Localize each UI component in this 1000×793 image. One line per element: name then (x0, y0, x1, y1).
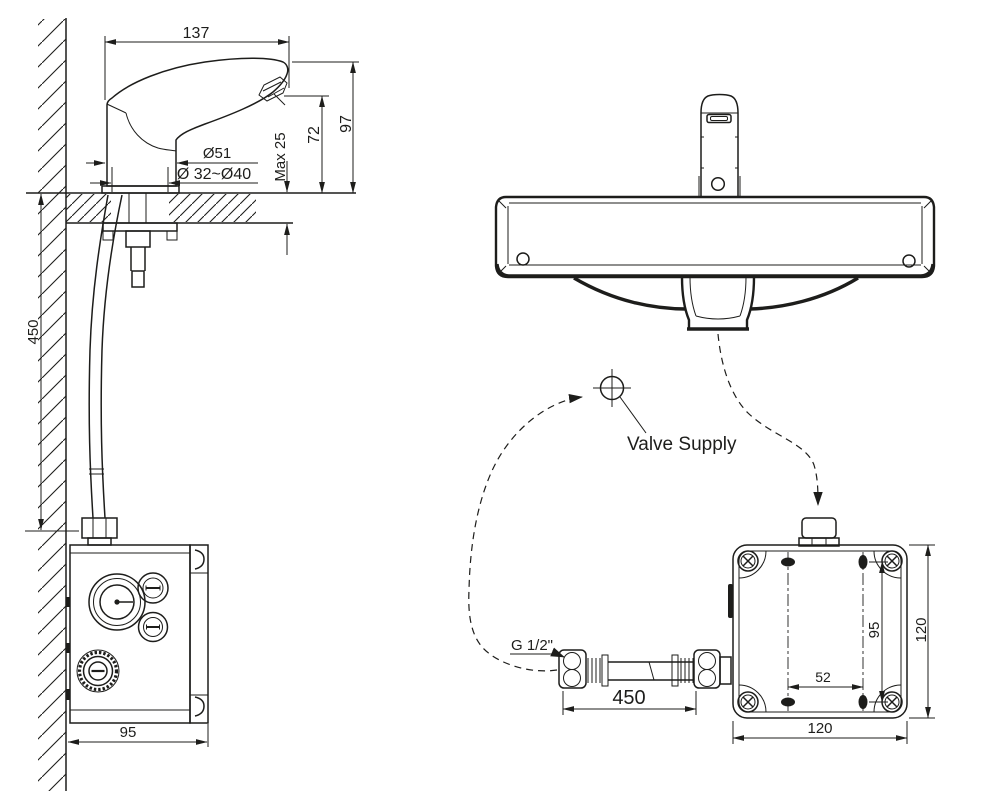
faucet-body-outline (106, 57, 289, 187)
dimension-total-height-97: 97 (292, 61, 359, 194)
supply-hose-side (81, 194, 123, 546)
dim-text-120-vertical: 120 (913, 617, 930, 642)
dimension-hose-drop-450: 450 (25, 193, 79, 532)
dimension-box-height-120: 120 (909, 544, 935, 719)
valve-supply-symbol (593, 369, 631, 407)
dimension-spout-reach-137: 137 (104, 25, 290, 100)
aerator-block (258, 76, 288, 102)
basin-corner-bevels (497, 199, 933, 275)
faucet-base-hole (710, 176, 726, 192)
dim-text-137: 137 (183, 25, 210, 42)
wall-lug-2 (66, 643, 70, 653)
dim-text-450-left: 450 (25, 319, 42, 344)
adjustment-knob-large (88, 573, 146, 631)
dimension-hole-spacing-95: 95 (866, 561, 888, 703)
basin-front-view (494, 195, 936, 311)
clip-bottom (194, 696, 205, 717)
hose-flange-right (671, 654, 679, 687)
supply-route-dashed-right (717, 333, 823, 506)
dim-text-d51: Ø51 (203, 145, 231, 162)
dim-text-d32-40: Ø 32~Ø40 (177, 166, 251, 183)
hose-box-stub (719, 656, 732, 685)
dim-text-450-right: 450 (612, 687, 645, 709)
washer-tab-right (166, 230, 178, 241)
box-outer (732, 544, 908, 719)
basin-hole-right (902, 254, 916, 268)
bowl-curve-left (573, 276, 687, 311)
box-body (69, 544, 191, 724)
counter-hatch-right (169, 194, 256, 222)
right-installation-view: Valve Supply G 1/2" (468, 93, 936, 744)
basin-bottom-rim (495, 263, 935, 278)
dimension-outlet-height-72: 72 (284, 95, 329, 194)
hose-flange-left (601, 654, 609, 687)
hose-break-mark (648, 661, 655, 681)
faucet-front-view (698, 93, 741, 196)
supply-hose-assembly (558, 649, 732, 689)
faucet-crease-1 (106, 103, 127, 114)
sensor-window-inner (710, 116, 728, 121)
wall-hatch (38, 19, 66, 791)
valve-supply-leader (619, 396, 647, 434)
dim-text-120-horizontal: 120 (807, 720, 832, 737)
supply-route-dashed-left (468, 393, 583, 672)
drain-tailpiece (680, 276, 756, 331)
wall-lug-3 (66, 689, 70, 700)
dimension-hole-diameter-32-40: Ø 32~Ø40 (90, 166, 258, 192)
bowl-curve-right (749, 276, 859, 311)
aerator-lines (262, 81, 285, 98)
hose-neck (87, 537, 112, 546)
knurled-knob (76, 649, 120, 693)
sensor-window (706, 113, 732, 124)
clip-top (194, 549, 205, 570)
valve-supply-label: Valve Supply (627, 434, 737, 455)
hose-outer-line (88, 194, 109, 519)
basin-hole-left (516, 252, 530, 266)
dim-text-max25: Max 25 (272, 132, 289, 181)
hose-inner-line (100, 194, 123, 519)
dim-text-97: 97 (338, 115, 355, 133)
wall-section (38, 18, 67, 791)
mounting-slots (781, 555, 868, 709)
screw-knob-top (137, 572, 169, 604)
dim-text-95-left: 95 (120, 724, 137, 741)
wall-lug-1 (66, 597, 70, 607)
faucet-side-view (101, 57, 289, 194)
hose-connector-left (558, 649, 587, 689)
threaded-shank-end (131, 270, 145, 288)
box-clip-strip (189, 544, 209, 724)
mounting-nut (125, 230, 151, 248)
faucet-crease-2 (125, 112, 177, 152)
spout-mouth-line (273, 93, 286, 106)
washer-tab-left (102, 230, 114, 241)
dim-text-95-right: 95 (866, 622, 883, 639)
dimension-box-width-120: 120 (732, 720, 908, 744)
dimension-hole-spacing-52: 52 (787, 669, 864, 690)
box-inner (738, 550, 902, 713)
washer-plate (102, 222, 178, 232)
dimension-deck-thickness-max25: Max 25 (272, 132, 290, 255)
box-top-inlet (798, 517, 840, 547)
dim-text-52: 52 (815, 669, 831, 685)
control-box-rear-view (728, 517, 908, 719)
counter-section (26, 192, 356, 224)
hose-hex-nut (81, 517, 118, 539)
faucet-base-plate (101, 185, 180, 194)
screw-knob-bottom (137, 611, 169, 643)
box-side-port (728, 584, 733, 618)
left-installation-view: 137 97 72 Max 25 Ø51 Ø 32~Ø40 (25, 18, 359, 791)
faucet-front-outline (700, 93, 739, 196)
dim-text-72: 72 (306, 126, 323, 144)
dimension-hose-length-450: 450 (562, 687, 697, 715)
dimension-box-depth-95: 95 (67, 724, 209, 747)
dimension-body-diameter-51: Ø51 (86, 145, 258, 166)
inlet-thread-label: G 1/2" (511, 637, 553, 654)
inlet-thread-callout: G 1/2" (510, 637, 565, 658)
control-box-side-view (66, 544, 209, 724)
